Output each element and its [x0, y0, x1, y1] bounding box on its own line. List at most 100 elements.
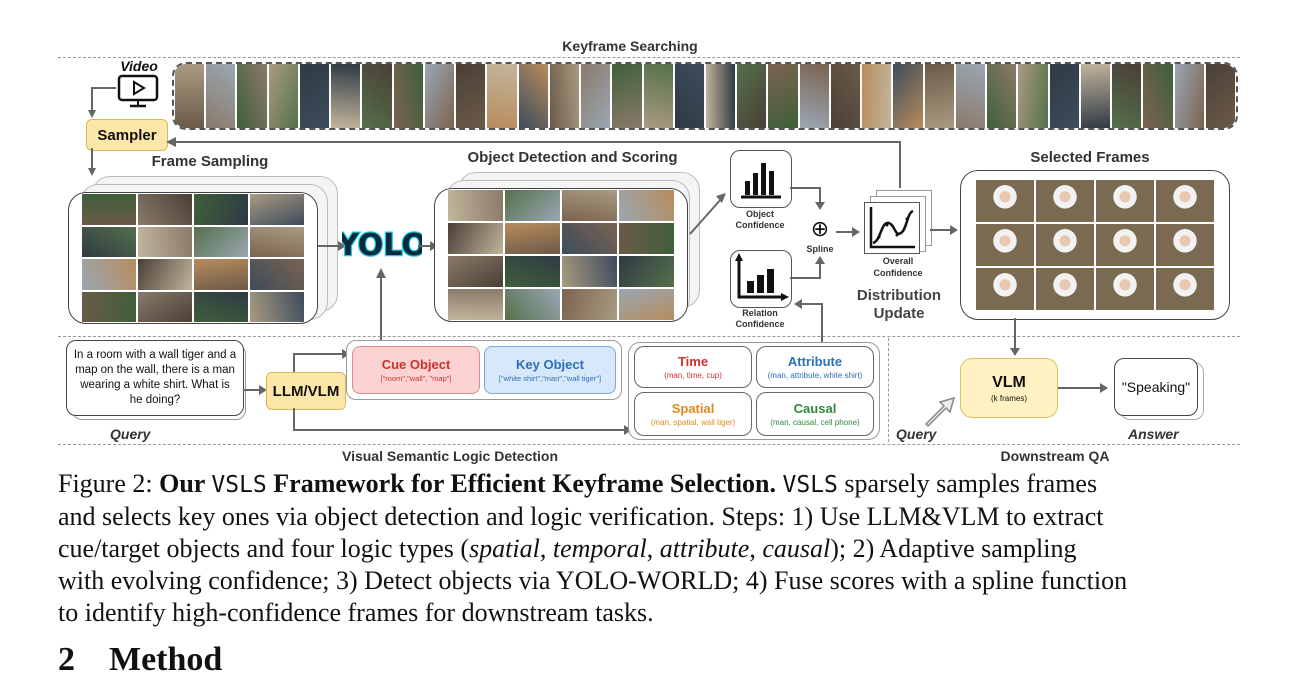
frames-to-yolo-arrow: [318, 241, 346, 251]
film-strip-frame: [830, 64, 861, 128]
conf-to-spline-arrows: [790, 187, 825, 279]
frame-thumbnail: [1096, 224, 1154, 266]
film-strip-frame: [1112, 64, 1142, 128]
frame-thumbnail: [194, 226, 248, 257]
vlm-sub: (k frames): [991, 393, 1027, 403]
film-strip-frame: [1080, 64, 1111, 128]
frame-thumbnail: [619, 289, 674, 320]
logic-time-title: Time: [677, 354, 709, 369]
caption-vsls-2: VSLS: [782, 472, 838, 498]
logic-causal: Causal (man, causal, cell phone): [756, 392, 874, 436]
top-dashed-divider: [58, 57, 1240, 58]
film-strip-frame: [799, 64, 829, 128]
film-strip-frame: [893, 64, 923, 128]
logic-causal-sub: (man, causal, cell phone): [770, 418, 860, 427]
caption-temporal: temporal: [552, 534, 647, 563]
frame-thumbnail: [505, 289, 560, 320]
query-label: Query: [110, 426, 151, 442]
figure-caption: Figure 2: Our VSLS Framework for Efficie…: [58, 468, 1248, 629]
frame-thumbnail: [976, 224, 1034, 266]
frame-thumbnail: [194, 259, 248, 290]
film-strip-frame: [549, 64, 580, 128]
logic-time-sub: (man, time, cup): [664, 371, 722, 380]
overall-confidence-label: Overall Confidence: [873, 256, 923, 278]
frame-thumbnail: [1036, 268, 1094, 310]
overall-confidence-icon: [864, 202, 920, 254]
object-confidence-label: Object Confidence: [735, 209, 785, 230]
frame-thumbnail: [194, 194, 248, 225]
film-strip-frame: [237, 64, 267, 128]
object-confidence-icon: [730, 150, 792, 208]
video-label: Video: [120, 58, 158, 74]
film-strip-frame: [175, 64, 205, 128]
frame-thumbnail: [138, 226, 192, 257]
frame-thumbnail: [505, 190, 560, 221]
vertical-dashed-divider: [888, 338, 889, 442]
answer-box: "Speaking": [1114, 358, 1198, 416]
film-strip-frame: [456, 64, 486, 128]
video-icon: [116, 74, 162, 110]
film-strip-frame: [924, 64, 954, 128]
selected-frames-grid: [960, 170, 1230, 320]
overall-to-selected-arrow: [930, 225, 958, 235]
film-strip-frame: [737, 64, 767, 128]
frame-thumbnail: [448, 223, 503, 254]
logic-to-relation-arrow: [794, 299, 823, 342]
film-strip-frame: [581, 64, 611, 128]
selected-to-vlm-arrow: [1010, 318, 1020, 356]
frame-thumbnail: [562, 289, 617, 320]
feedback-arrow: [166, 137, 901, 188]
film-strip-frame: [705, 64, 736, 128]
frame-thumbnail: [619, 256, 674, 287]
caption-bold-1: Our: [159, 469, 212, 498]
caption-vsls-1: VSLS: [211, 472, 267, 498]
film-strip-frame: [424, 64, 455, 128]
query-arrow-icon: [920, 392, 960, 428]
video-to-sampler-arrow: [88, 87, 116, 118]
cue-object-list: ["room","wall", "map"]: [380, 374, 452, 383]
frame-thumbnail: [505, 256, 560, 287]
film-strip-frame: [987, 64, 1017, 128]
frame-thumbnail: [250, 194, 304, 225]
query-label-2: Query: [896, 426, 937, 442]
frame-thumbnail: [562, 223, 617, 254]
frame-thumbnail: [250, 291, 304, 322]
logic-spatial: Spatial (man, spatial, wall tiger): [634, 392, 752, 436]
frame-thumbnail: [1156, 224, 1214, 266]
query-box: In a room with a wall tiger and a map on…: [66, 340, 244, 416]
film-strip-frame: [768, 64, 798, 128]
spline-to-overall-arrow: [836, 227, 860, 237]
caption-line3-b: ); 2) Adaptive sampling: [830, 534, 1077, 563]
caption-line3-a: cue/target objects and four logic types …: [58, 534, 470, 563]
logic-attribute-sub: (man, attribute, white shirt): [767, 371, 863, 380]
logic-time: Time (man, time, cup): [634, 346, 752, 388]
query-to-llm-arrow: [243, 385, 267, 395]
film-strip-frame: [299, 64, 330, 128]
frame-thumbnail: [448, 190, 503, 221]
caption-line-1: Figure 2: Our VSLS Framework for Efficie…: [58, 468, 1248, 501]
logic-attribute: Attribute (man, attribute, white shirt): [756, 346, 874, 388]
relation-confidence-icon: [730, 250, 792, 308]
logic-attribute-title: Attribute: [787, 354, 843, 369]
llm-vlm-box: LLM/VLM: [266, 372, 346, 410]
film-strip-frame: [268, 64, 298, 128]
caption-line4-a: with evolving confidence; 3) Detect obje…: [58, 566, 662, 595]
film-strip-frame: [518, 64, 548, 128]
frame-sampling-grid: [68, 192, 318, 324]
frame-thumbnail: [250, 259, 304, 290]
film-strip-frame: [862, 64, 892, 128]
keyframe-searching-title: Keyframe Searching: [562, 38, 698, 54]
object-detection-title: Object Detection and Scoring: [467, 149, 678, 166]
film-strip-frame: [1018, 64, 1048, 128]
downstream-qa-title: Downstream QA: [1000, 448, 1110, 464]
answer-label: Answer: [1128, 426, 1179, 442]
frame-sampling-title: Frame Sampling: [151, 153, 269, 170]
middle-dashed-divider: [58, 336, 1240, 337]
film-strip-frames: [174, 64, 1236, 128]
film-strip-frame: [674, 64, 704, 128]
frame-thumbnail: [250, 226, 304, 257]
caption-line-5: to identify high-confidence frames for d…: [58, 598, 654, 627]
frame-thumbnail: [138, 194, 192, 225]
frame-thumbnail: [619, 190, 674, 221]
caption-line-3: cue/target objects and four logic types …: [58, 534, 1077, 563]
